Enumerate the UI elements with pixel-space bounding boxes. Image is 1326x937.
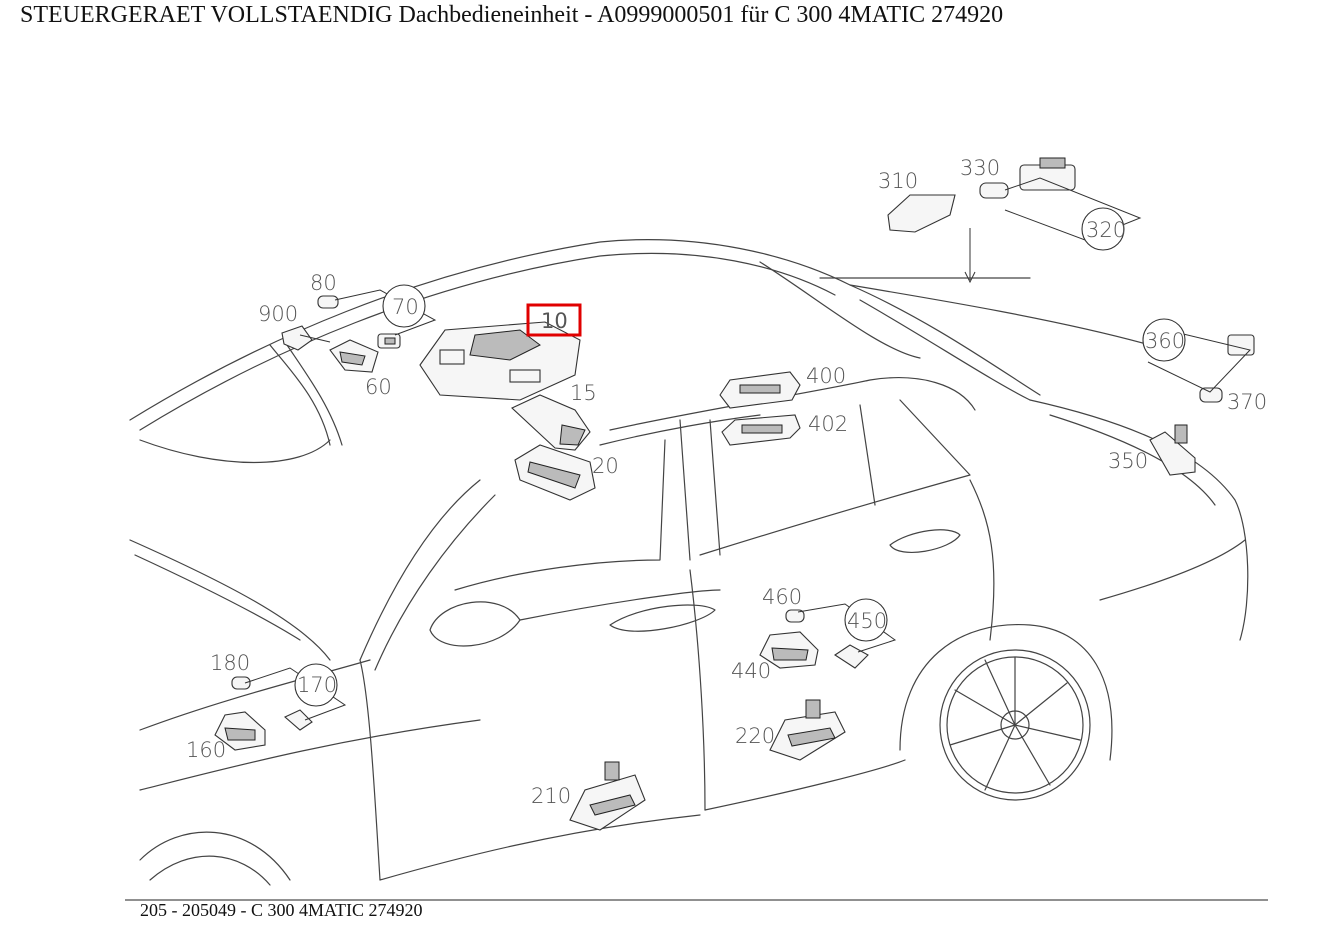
label-360[interactable]: 360 — [1145, 329, 1185, 353]
part-10-overhead-control-unit[interactable] — [419, 321, 581, 401]
part-180-bulb[interactable] — [231, 676, 251, 690]
part-60-lamp[interactable] — [329, 339, 379, 373]
label-60[interactable]: 60 — [365, 375, 392, 399]
label-10[interactable]: 10 — [541, 309, 568, 333]
label-170[interactable]: 170 — [297, 673, 337, 697]
car-outline — [129, 228, 1249, 886]
part-210-door-lamp[interactable] — [569, 761, 646, 831]
label-310[interactable]: 310 — [878, 169, 918, 193]
part-15-cover[interactable] — [511, 394, 591, 451]
label-80[interactable]: 80 — [310, 271, 337, 295]
highlight-box — [526, 303, 582, 337]
label-70[interactable]: 70 — [392, 295, 419, 319]
label-402[interactable]: 402 — [808, 412, 848, 436]
part-350-trunk-lamp[interactable] — [1149, 424, 1196, 476]
leader-lines — [244, 177, 1251, 721]
part-370-bulb[interactable] — [1199, 387, 1223, 403]
part-20-trim-panel[interactable] — [514, 444, 596, 501]
part-170-socket[interactable] — [283, 709, 313, 731]
footer-caption: 205 - 205049 - C 300 4MATIC 274920 — [140, 900, 423, 920]
label-440[interactable]: 440 — [731, 659, 771, 683]
label-330[interactable]: 330 — [960, 156, 1000, 180]
part-80-bulb[interactable] — [317, 295, 339, 309]
label-900[interactable]: 900 — [258, 302, 298, 326]
part-310-lamp[interactable] — [887, 194, 956, 233]
part-220-door-lamp[interactable] — [769, 699, 846, 761]
part-70-socket[interactable] — [377, 333, 401, 349]
label-350[interactable]: 350 — [1108, 449, 1148, 473]
part-330-bulb[interactable] — [979, 182, 1009, 199]
label-370[interactable]: 370 — [1227, 390, 1267, 414]
part-360-socket[interactable] — [1227, 334, 1255, 356]
part-450-socket[interactable] — [833, 644, 869, 669]
label-20[interactable]: 20 — [592, 454, 619, 478]
label-400[interactable]: 400 — [806, 364, 846, 388]
label-160[interactable]: 160 — [186, 738, 226, 762]
label-450[interactable]: 450 — [847, 609, 887, 633]
callout-labels: 10 15 20 60 70 80 900 160 170 180 210 22… — [186, 156, 1267, 808]
label-220[interactable]: 220 — [735, 724, 775, 748]
label-15[interactable]: 15 — [570, 381, 597, 405]
callout-circles — [294, 207, 1186, 707]
label-460[interactable]: 460 — [762, 585, 802, 609]
part-460-bulb[interactable] — [785, 609, 805, 623]
part-440-lamp[interactable] — [759, 631, 819, 669]
page-title: STEUERGERAET VOLLSTAENDIG Dachbedieneinh… — [20, 2, 1004, 28]
label-320[interactable]: 320 — [1086, 218, 1126, 242]
part-900-clip[interactable] — [281, 325, 313, 351]
part-402-trim[interactable] — [721, 414, 801, 446]
part-320-socket[interactable] — [1019, 157, 1076, 191]
label-210[interactable]: 210 — [531, 784, 571, 808]
part-400-rear-overhead-unit[interactable] — [719, 371, 801, 409]
part-160-lamp[interactable] — [214, 711, 266, 751]
label-180[interactable]: 180 — [210, 651, 250, 675]
